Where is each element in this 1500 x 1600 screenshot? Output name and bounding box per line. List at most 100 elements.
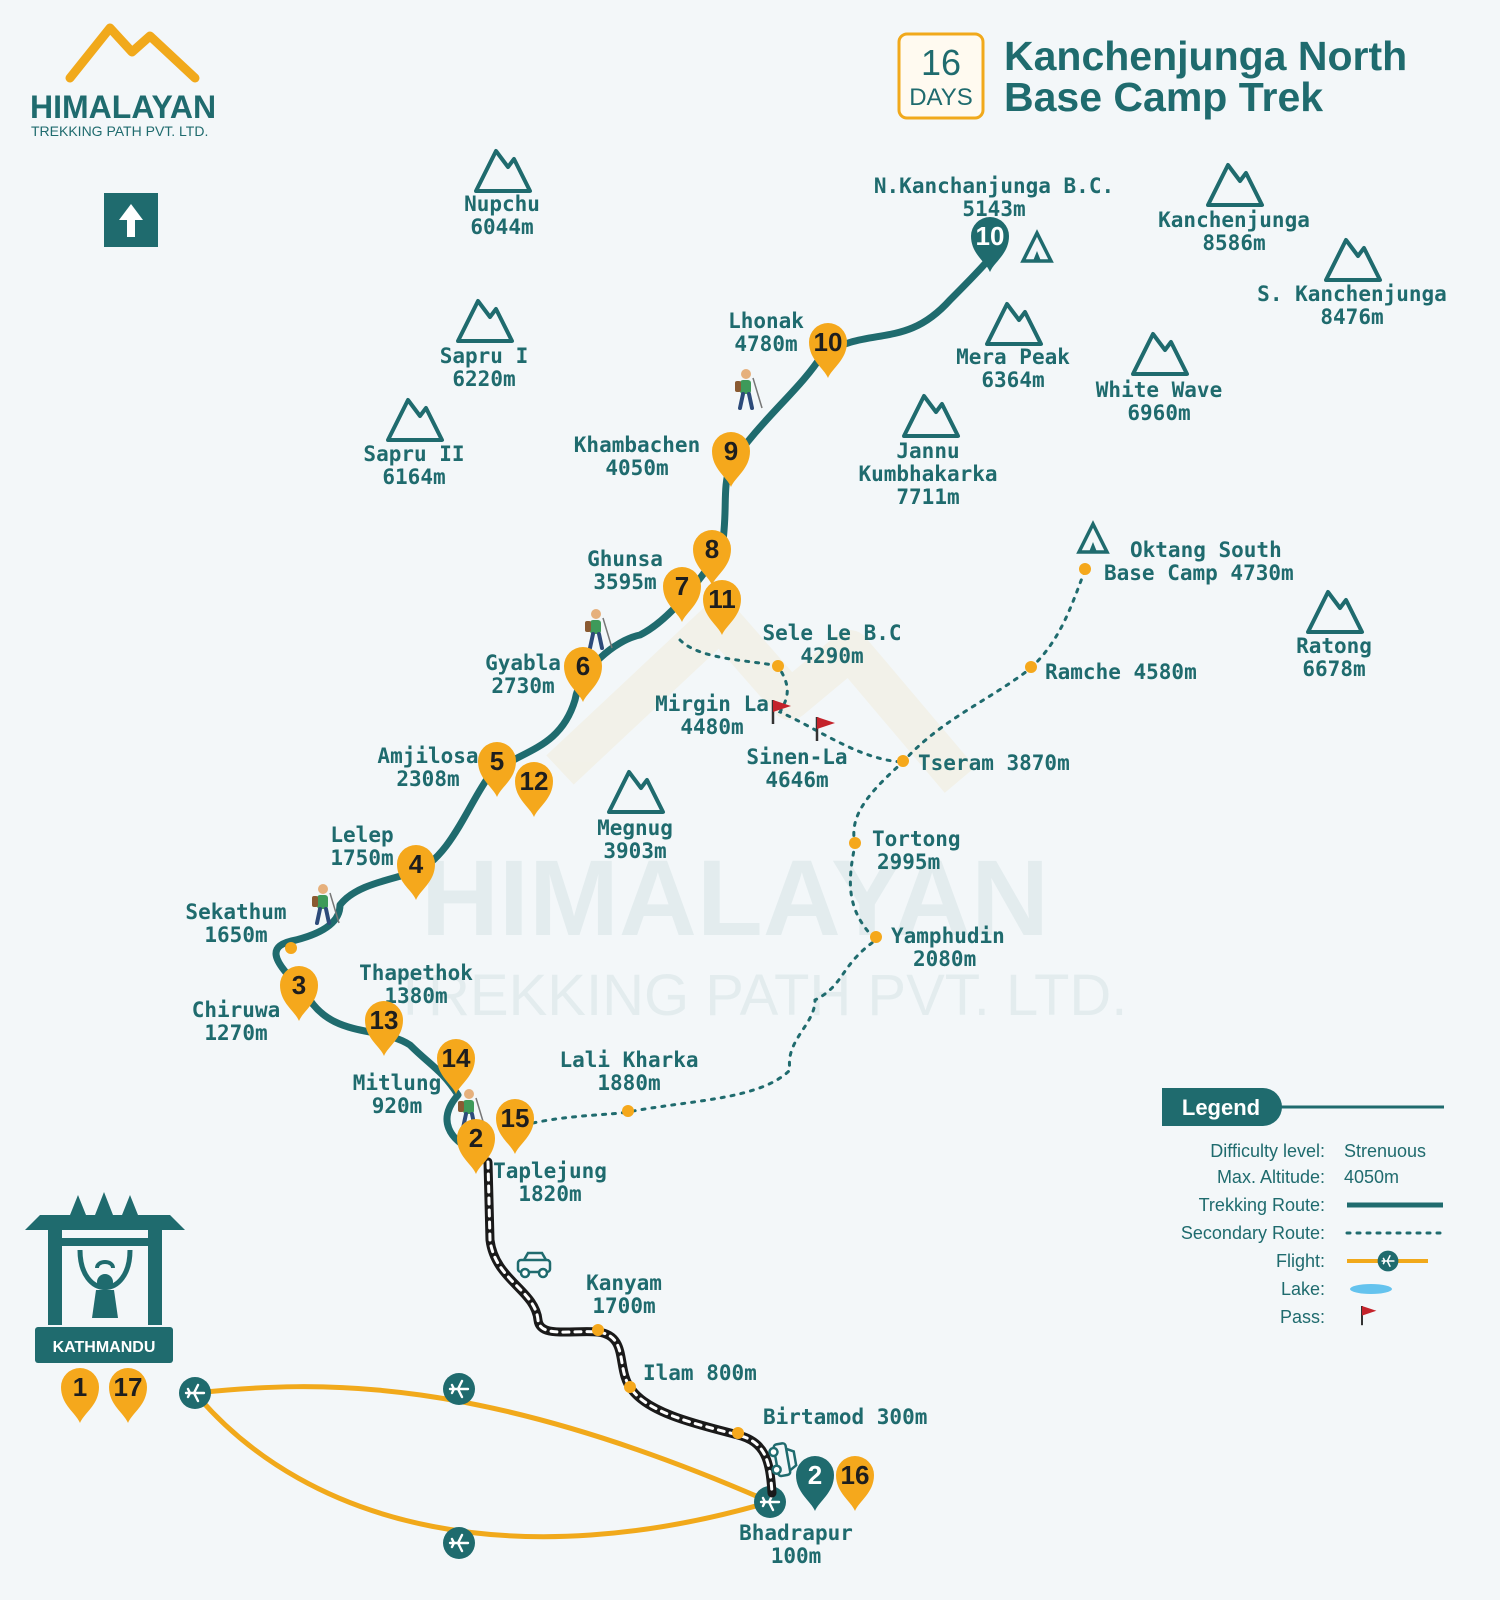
place-name: Lhonak (728, 309, 804, 333)
mountain-icon (1306, 590, 1364, 634)
peaks: Nupchu 6044m Sapru I 6220m Sapru II 6164… (363, 149, 1447, 863)
day-pin: 9 (712, 432, 750, 487)
day-pin: 11 (703, 580, 741, 635)
place-alt: 4780m (734, 332, 797, 356)
svg-text:12: 12 (520, 766, 549, 796)
mountain-icon (902, 394, 960, 438)
place-alt: 3595m (593, 570, 656, 594)
svg-text:7: 7 (675, 571, 689, 601)
peak-alt: 6044m (470, 215, 533, 239)
peak-name: Jannu (896, 439, 959, 463)
title-line2: Base Camp Trek (1004, 74, 1323, 120)
day-pins: 10 10 9 8 7 11 6 5 12 4 3 13 14 15 2 1 1… (61, 217, 1009, 1511)
day-pin: 10 (971, 217, 1009, 272)
flag-icon (1360, 1304, 1378, 1327)
lake-icon (1350, 1284, 1392, 1294)
place-name: Ramche 4580m (1045, 660, 1197, 684)
day-pin: 13 (365, 1001, 403, 1056)
waypoint-lali-kharka (622, 1105, 634, 1117)
day-pin: 2 (796, 1456, 834, 1511)
peak-name: White Wave (1096, 378, 1222, 402)
waypoint-oktang (1079, 563, 1091, 575)
brand-logo: HIMALAYAN TREKKING PATH PVT. LTD. (30, 23, 216, 139)
svg-text:17: 17 (114, 1372, 143, 1402)
day-pin: 16 (836, 1456, 874, 1511)
place-alt: 1880m (597, 1071, 660, 1095)
hiker-icon (733, 367, 764, 410)
svg-text:10: 10 (976, 221, 1005, 251)
legend-secondary-label: Secondary Route: (1181, 1223, 1325, 1243)
place-name-2: Base Camp 4730m (1104, 561, 1294, 585)
day-pin: 7 (663, 567, 701, 622)
svg-text:9: 9 (724, 436, 738, 466)
day-pin: 5 (478, 742, 516, 797)
place-name: Yamphudin (891, 924, 1005, 948)
place-name: Ilam 800m (643, 1361, 757, 1385)
arrow-up-icon (119, 204, 143, 237)
peak-name: Sapru II (363, 442, 464, 466)
place-name: Gyabla (485, 651, 561, 675)
place-name: Taplejung (493, 1159, 607, 1183)
mountain-icon (985, 302, 1043, 346)
legend-altitude-value: 4050m (1344, 1167, 1399, 1187)
temple-gate-icon (25, 1192, 185, 1325)
place-name: Sele Le B.C (762, 621, 901, 645)
legend-title: Legend (1182, 1095, 1260, 1120)
place-name: Mirgin La (655, 692, 769, 716)
mountain-icon (1131, 332, 1189, 376)
place-alt: 2995m (877, 850, 940, 874)
svg-text:8: 8 (705, 534, 719, 564)
mountain-icon (607, 770, 665, 814)
svg-text:3: 3 (292, 970, 306, 1000)
day-pin: 15 (496, 1099, 534, 1154)
jeep-icon (767, 1440, 799, 1479)
legend-altitude-label: Max. Altitude: (1217, 1167, 1325, 1187)
place-name: Tortong (872, 827, 961, 851)
legend-difficulty-label: Difficulty level: (1210, 1141, 1325, 1161)
place-name: Lali Kharka (559, 1048, 698, 1072)
peak-alt: 6220m (452, 367, 515, 391)
title-line1: Kanchenjunga North (1004, 33, 1407, 79)
days-number: 16 (921, 42, 961, 83)
mountain-icon (1206, 163, 1264, 207)
place-name: Bhadrapur (739, 1521, 853, 1545)
peak-name: Mera Peak (956, 345, 1070, 369)
svg-text:4: 4 (409, 849, 424, 879)
peak-alt: 7711m (896, 485, 959, 509)
place-alt: 1700m (592, 1294, 655, 1318)
day-pin: 1 (61, 1368, 99, 1423)
place-name: Oktang South (1130, 538, 1282, 562)
mountain-icon (456, 299, 514, 343)
peak-alt: 6164m (382, 465, 445, 489)
airplane-icon (441, 1371, 477, 1407)
day-pin: 10 (809, 323, 847, 378)
place-name: Birtamod 300m (763, 1405, 927, 1429)
waypoint-tortong (849, 837, 861, 849)
place-alt: 100m (771, 1544, 822, 1568)
day-pin: 2 (457, 1119, 495, 1174)
place-alt: 1650m (204, 923, 267, 947)
place-name: Sekathum (185, 900, 286, 924)
jeep-icon (516, 1251, 552, 1279)
airplane-icon (1376, 1249, 1400, 1273)
legend-lake-label: Lake: (1281, 1279, 1325, 1299)
place-name: Thapethok (359, 961, 473, 985)
place-alt: 920m (372, 1094, 423, 1118)
day-pin: 14 (437, 1039, 475, 1094)
kathmandu-gate: KATHMANDU (25, 1192, 185, 1363)
place-name: Amjilosa (377, 744, 478, 768)
mountain-icon (1324, 238, 1382, 282)
brand-name: HIMALAYAN (30, 89, 216, 125)
place-alt: 4290m (800, 644, 863, 668)
kathmandu-label: KATHMANDU (53, 1339, 156, 1356)
watermark-line1: HIMALAYAN (421, 837, 1049, 958)
legend-pass-label: Pass: (1280, 1307, 1325, 1327)
place-alt: 2080m (913, 947, 976, 971)
place-name: Sinen-La (746, 745, 847, 769)
svg-text:6: 6 (576, 651, 590, 681)
day-pin: 3 (280, 966, 318, 1021)
place-name: Lelep (330, 823, 393, 847)
place-name: N.Kanchanjunga B.C. (874, 174, 1114, 198)
svg-text:11: 11 (708, 584, 736, 614)
place-alt: 4050m (605, 456, 668, 480)
